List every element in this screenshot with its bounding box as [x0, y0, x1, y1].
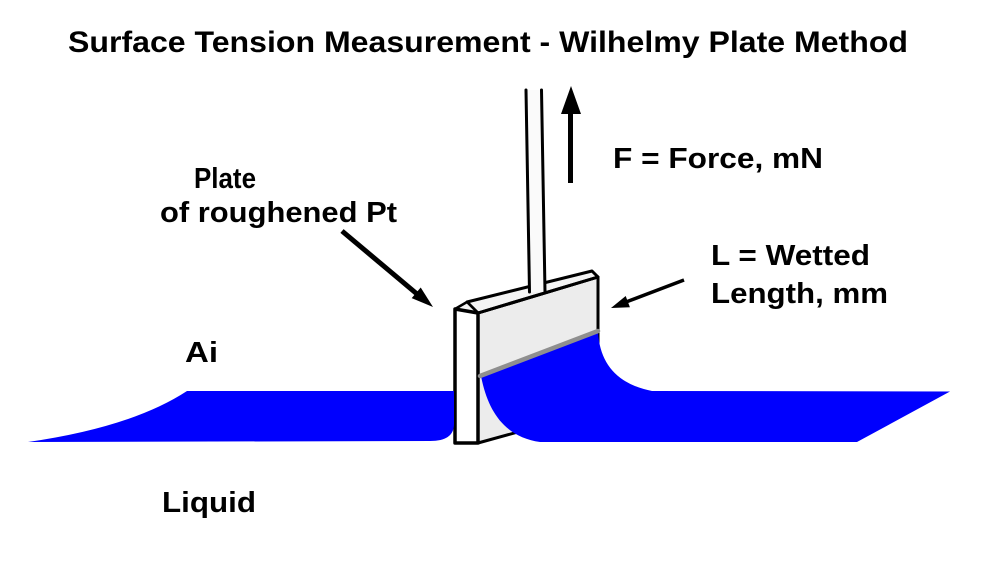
liquid-surface-left	[28, 391, 454, 442]
wetted-pointer-arrow	[611, 278, 685, 308]
liquid-surface-right	[481, 332, 950, 442]
plate-pointer-shaft	[340, 229, 419, 296]
plate-pointer-head	[411, 287, 433, 307]
wetted-contact-line	[477, 328, 601, 379]
plate-label-line1: Plate	[194, 163, 256, 195]
plate-front-top-edge	[476, 275, 600, 315]
plate-label-line2: of roughened Pt	[160, 197, 397, 229]
rod-left-edge	[524, 88, 531, 294]
suspension-rod	[524, 88, 547, 294]
wetted-label-line1: L = Wetted	[711, 240, 870, 272]
air-label: Ai	[185, 337, 218, 369]
plate-pointer-arrow	[340, 229, 433, 307]
rod-body	[525, 90, 546, 292]
liquid-label: Liquid	[162, 487, 256, 519]
plate-left-edge	[453, 307, 480, 445]
wetted-label-line2: Length, mm	[711, 278, 888, 310]
wetted-pointer-shaft	[625, 278, 685, 304]
force-arrow	[561, 86, 581, 183]
rod-right-edge	[540, 88, 547, 294]
page-title: Surface Tension Measurement - Wilhelmy P…	[68, 26, 908, 59]
force-arrow-head	[561, 86, 581, 114]
wetted-pointer-head	[611, 296, 630, 308]
force-label: F = Force, mN	[613, 143, 823, 175]
